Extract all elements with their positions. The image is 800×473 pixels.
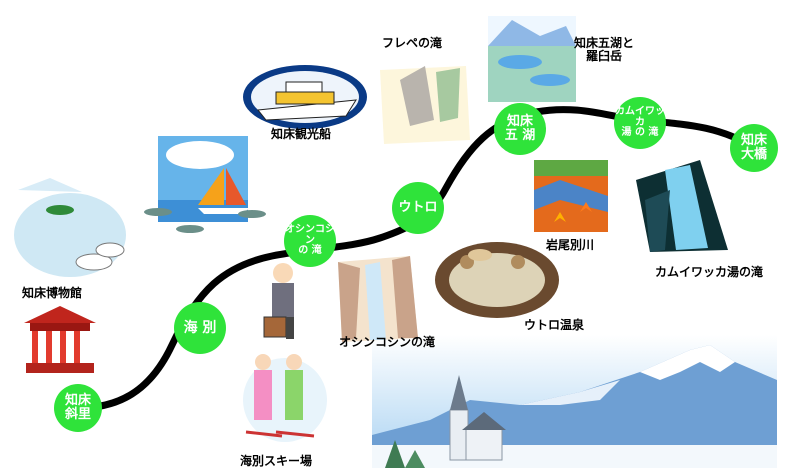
waterfall-cliff-icon	[380, 66, 470, 144]
cruise-ship-icon	[243, 65, 367, 129]
stop-label-line: 大橋	[740, 147, 767, 162]
stop-label: ウトロ	[398, 201, 437, 215]
label-goko-rausu-2: 羅臼岳	[586, 49, 623, 64]
label-kamuiwakka-falls: カムイワッカ湯の滝	[655, 265, 764, 279]
stop-oshinkoshin[interactable]: オシンコシンの 滝	[284, 215, 336, 267]
stop-label-line: 斜里	[64, 407, 91, 422]
stop-label-line: カムイワッカ	[615, 106, 665, 128]
stop-label-line: 湯 の 滝	[621, 127, 659, 139]
label-fureppe: フレペの滝	[382, 36, 443, 50]
stop-label: 知床斜里	[65, 394, 91, 421]
label-iwaobetsu: 岩尾別川	[546, 238, 595, 252]
skiers-icon	[243, 354, 327, 442]
lakes-mountain-icon	[488, 16, 576, 102]
stop-label: 知床大橋	[741, 134, 767, 161]
hot-spring-icon	[435, 242, 559, 318]
oshinkoshin-falls-icon	[338, 256, 418, 342]
sailboat-icon	[144, 136, 266, 233]
stop-goko[interactable]: 知床五 湖	[494, 103, 546, 155]
museum-icon	[24, 306, 96, 373]
stop-kamuiwakka[interactable]: カムイワッカ湯 の 滝	[614, 97, 666, 149]
stop-label-line: 知床	[740, 133, 767, 149]
stop-shari[interactable]: 知床斜里	[54, 384, 102, 432]
stop-label-line: の 滝	[298, 245, 322, 257]
traveler-icon	[263, 263, 294, 339]
kamuiwakka-falls-icon	[636, 160, 728, 252]
label-oshinkoshin-falls: オシンコシンの滝	[339, 335, 436, 349]
label-goko-rausu: 知床五湖と 羅臼岳	[574, 36, 635, 64]
label-museum: 知床博物館	[22, 286, 83, 300]
stop-label: 知床五 湖	[505, 115, 536, 142]
stop-kaibetsu[interactable]: 海 別	[174, 302, 226, 354]
label-ski: 海別スキー場	[240, 454, 313, 468]
stop-label: オシンコシンの 滝	[284, 225, 336, 257]
mountain-scene	[372, 335, 777, 468]
stop-label-line: ウトロ	[398, 200, 438, 216]
river-autumn-icon	[534, 160, 608, 232]
stop-label-line: 五 湖	[504, 128, 536, 143]
stop-utoro[interactable]: ウトロ	[392, 182, 444, 234]
stop-label-line: オシンコシン	[285, 224, 335, 246]
lake-swans-icon	[14, 178, 126, 277]
stop-ohashi[interactable]: 知床大橋	[730, 124, 778, 172]
stop-label-line: 海 別	[183, 319, 217, 336]
stop-label-line: 知床	[64, 393, 91, 409]
label-goko-rausu-1: 知床五湖と	[574, 36, 635, 50]
stop-label-line: 知床	[506, 114, 533, 130]
stop-label: 海 別	[183, 319, 217, 336]
label-utoro-onsen: ウトロ温泉	[524, 318, 585, 332]
stop-label: カムイワッカ湯 の 滝	[614, 107, 666, 139]
label-cruise: 知床観光船	[271, 127, 332, 141]
